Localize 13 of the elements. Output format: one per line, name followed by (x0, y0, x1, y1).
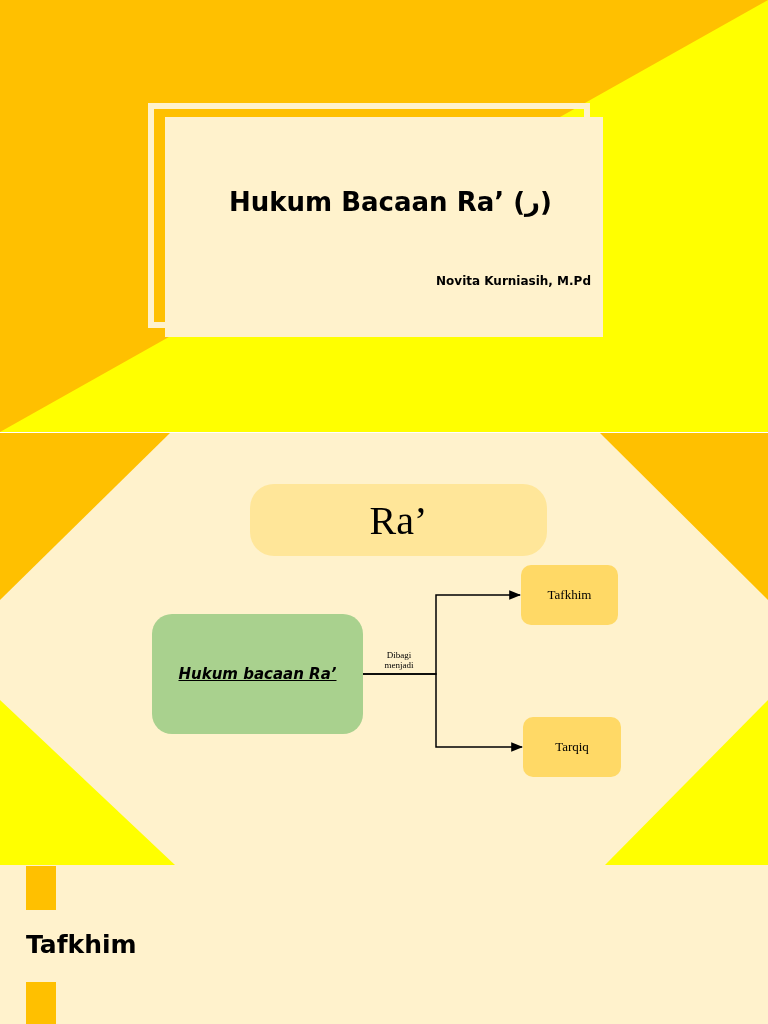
title-card (165, 117, 603, 337)
process-box (521, 565, 618, 625)
process-box (523, 717, 621, 777)
node-text: Tafkhim (547, 587, 592, 603)
slide-title: Hukum Bacaan Ra’ (ر) (229, 187, 552, 217)
author-name: Novita Kurniasih, M.Pd (436, 274, 591, 288)
arrow (362, 673, 524, 752)
process-box (152, 614, 363, 734)
section-heading: Tafkhim (26, 930, 137, 959)
node-text: Hukum bacaan Ra’ (178, 665, 337, 683)
node-text: Tarqiq (555, 739, 589, 755)
heading-box (250, 484, 547, 556)
heading-text: Ra’ (369, 496, 428, 544)
